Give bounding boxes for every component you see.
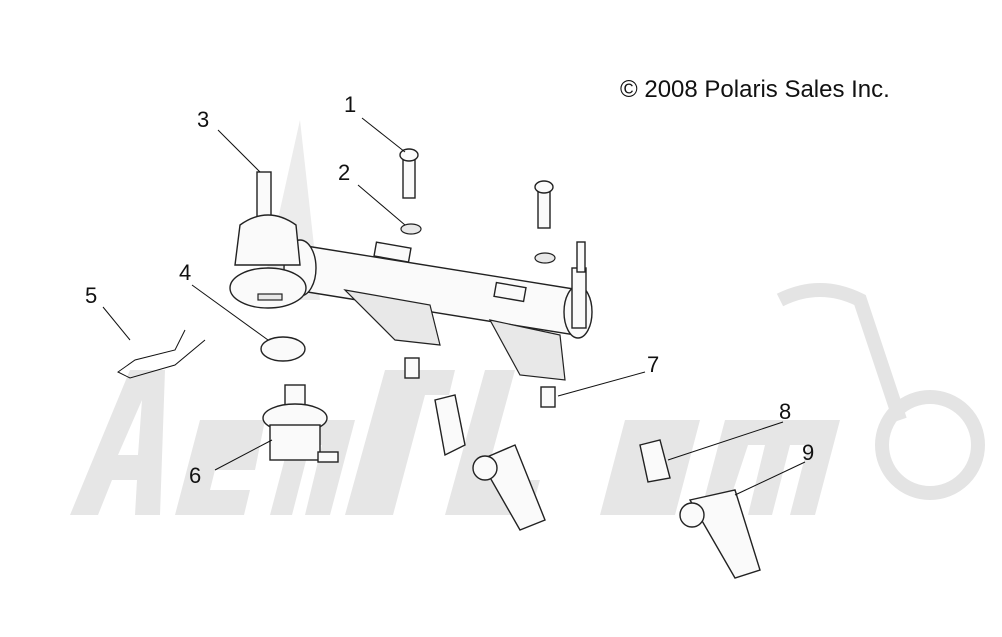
callout-3: 3: [197, 107, 209, 132]
callout-7: 7: [647, 352, 659, 377]
part-3-regulator-housing: [229, 171, 307, 309]
part-7-spacers: [404, 357, 556, 408]
callout-1: 1: [344, 92, 356, 117]
part-9-injectors: [472, 444, 761, 579]
callout-4: 4: [179, 260, 191, 285]
callout-8: 8: [779, 399, 791, 424]
callout-5: 5: [85, 283, 97, 308]
part-1-bolts: [399, 148, 554, 229]
part-6-pressure-regulator: [262, 384, 339, 463]
leader-lines: [102, 117, 806, 496]
part-2-washers: [400, 223, 556, 264]
callout-2: 2: [338, 160, 350, 185]
part-5-clip: [117, 329, 206, 379]
part-4-o-ring: [260, 336, 306, 362]
callout-9: 9: [802, 440, 814, 465]
callout-6: 6: [189, 463, 201, 488]
copyright-text: © 2008 Polaris Sales Inc.: [620, 76, 890, 103]
part-8-injector-clips: [434, 394, 671, 483]
